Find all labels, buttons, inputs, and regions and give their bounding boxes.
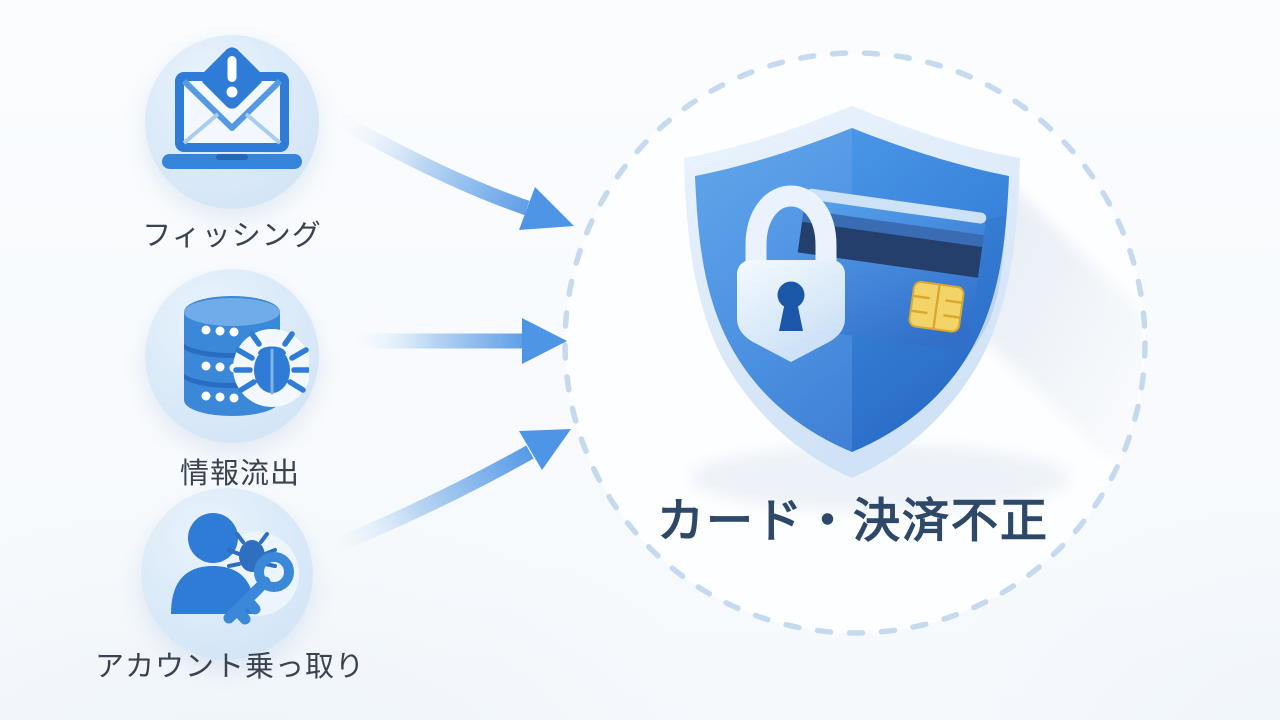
bug-badge (233, 329, 309, 407)
threat-label-phishing: フィッシング (142, 218, 322, 252)
shield-cast-shadow (690, 160, 1143, 512)
keyhole (777, 281, 805, 331)
exclamation-icon (226, 56, 238, 98)
shield-lock-credit-card-icon (684, 106, 1020, 478)
threat-label-data-leak: 情報流出 (179, 456, 300, 490)
target-title: カード・決済不正 (657, 494, 1049, 549)
threat-label-account-takeover: アカウント乗っ取り (94, 649, 365, 683)
person-silhouette (171, 513, 255, 614)
card-chip (908, 280, 965, 333)
account-takeover-person-key-bug-icon (171, 513, 299, 625)
phishing-laptop-email-warning-icon (162, 47, 302, 169)
arrow-data-leak (344, 318, 567, 364)
email-envelope (181, 78, 283, 145)
card-stripe-upper (802, 209, 984, 248)
bug-icon (233, 331, 309, 395)
arrow-account-takeover (313, 429, 571, 561)
database-bug-leak-icon (184, 296, 309, 416)
card-top-highlight (805, 188, 987, 224)
card-magnetic-stripe (797, 221, 983, 278)
padlock (737, 185, 845, 362)
dashed-circle-border (562, 50, 1148, 636)
arrow-phishing (326, 108, 574, 230)
key-icon (223, 552, 294, 625)
padlock-shackle (745, 185, 837, 279)
